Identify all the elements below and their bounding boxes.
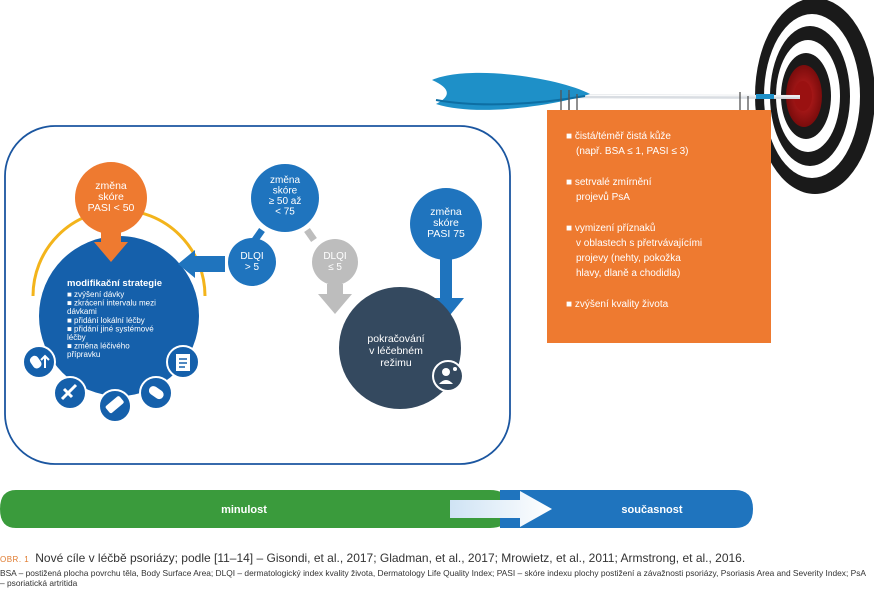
transition-arrow	[450, 491, 552, 527]
modification-item: ■ přidání jiné systémové	[67, 324, 154, 333]
orange-bubble	[75, 162, 147, 234]
goal-item-3: hlavy, dlaně a chodidla)	[576, 268, 680, 279]
modification-item: dávkami	[67, 307, 97, 316]
continuation-label: režimu	[380, 357, 412, 369]
blue-bubble-right-label: PASI 75	[427, 228, 465, 240]
arrow-icon	[432, 72, 801, 110]
dlqi-high-label: DLQI	[240, 251, 263, 262]
blue-bubble-right-label: skóre	[433, 217, 459, 229]
blue-bubble-mid-label: ≥ 50 až	[269, 196, 302, 207]
figure-caption: OBR. 1 Nové cíle v léčbě psoriázy; podle …	[0, 551, 872, 589]
timeline-past-bar	[0, 490, 510, 528]
person-icon	[432, 360, 464, 392]
blue-bubble-mid-label: < 75	[275, 207, 295, 218]
dlqi-low-bubble	[312, 239, 358, 285]
blue-bubble-right	[410, 188, 482, 260]
down-arrow-grey	[318, 294, 352, 314]
continuation-label: v léčebném	[369, 345, 423, 357]
left-arrow	[178, 250, 225, 278]
goal-item-1: ■ čistá/téměř čistá kůže	[566, 130, 671, 142]
goal-item-2: ■ setrvalé zmírnění	[566, 177, 652, 188]
continuation-label: pokračování	[367, 333, 424, 345]
continuation-circle	[339, 287, 461, 409]
orange-bubble-label: skóre	[98, 191, 124, 203]
dlqi-low-label: ≤ 5	[328, 262, 342, 273]
orange-bubble-label: změna	[95, 180, 127, 192]
strategy-panel	[4, 125, 511, 465]
modification-item: ■ zkrácení intervalu mezi	[67, 299, 156, 308]
goal-item-2: projevů PsA	[576, 191, 630, 203]
figure-label: OBR. 1	[0, 555, 30, 564]
modification-item: ■ přidání lokální léčby	[67, 316, 145, 325]
modification-item: ■ zvýšení dávky	[67, 290, 124, 299]
goals-box	[547, 110, 771, 343]
blue-bubble-mid	[251, 164, 319, 232]
dlqi-high-label: > 5	[245, 262, 260, 273]
modification-item: přípravku	[67, 350, 100, 359]
caption-abbreviations: BSA – postižená plocha povrchu těla, Bod…	[0, 568, 866, 589]
modification-item: léčby	[67, 333, 86, 342]
caption-title: Nové cíle v léčbě psoriázy; podle [11–14…	[35, 551, 746, 565]
blue-bubble-mid-label: změna	[270, 175, 300, 186]
modification-circle	[39, 236, 199, 396]
goal-item-4: ■ zvýšení kvality života	[566, 299, 669, 310]
blue-bubble-mid-label: skóre	[273, 186, 298, 197]
dlqi-high-bubble	[228, 238, 276, 286]
goal-item-1: (např. BSA ≤ 1, PASI ≤ 3)	[576, 146, 689, 157]
modification-title: modifikační strategie	[67, 278, 162, 289]
blue-bubble-right-label: změna	[430, 206, 462, 218]
timeline	[0, 490, 753, 528]
dlqi-low-label: DLQI	[323, 251, 346, 262]
orange-bubble-label: PASI < 50	[88, 202, 135, 214]
timeline-present-label: současnost	[621, 504, 682, 516]
target-icon	[755, 0, 874, 194]
modification-item: ■ změna léčivého	[67, 342, 130, 351]
timeline-present-bar	[500, 490, 753, 528]
down-arrow	[94, 242, 128, 262]
timeline-past-label: minulost	[221, 504, 267, 516]
goal-item-3: projevy (nehty, pokožka	[576, 253, 681, 264]
goal-item-3: v oblastech s přetrvávajícími	[576, 238, 702, 249]
goal-item-3: ■ vymizení příznaků	[566, 222, 655, 234]
